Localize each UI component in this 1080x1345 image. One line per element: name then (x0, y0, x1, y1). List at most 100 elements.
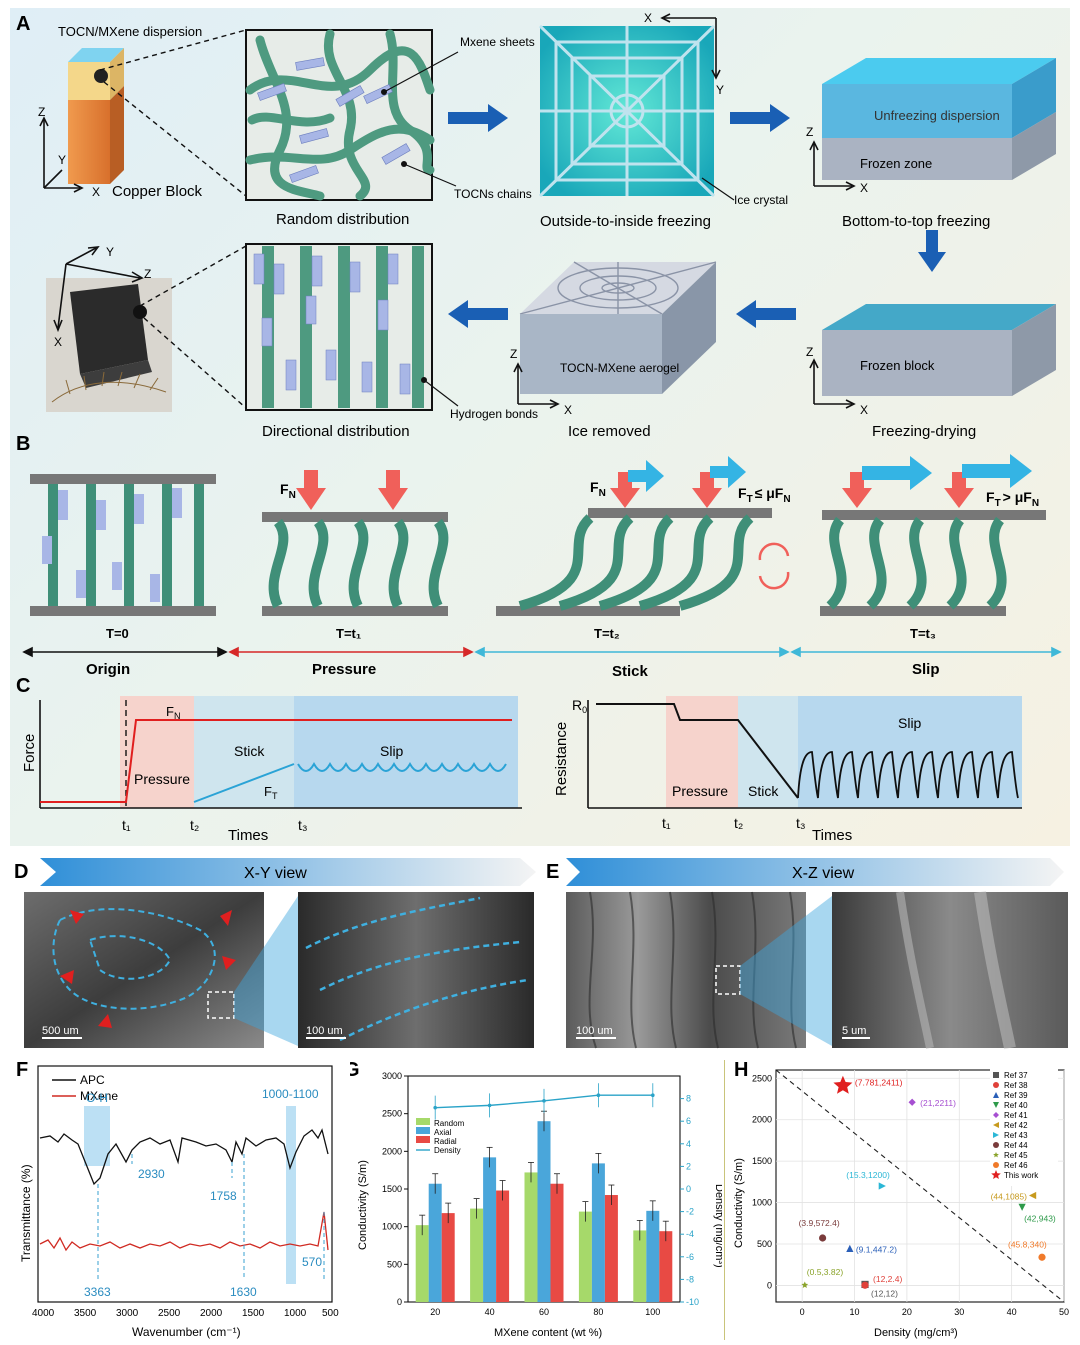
phase-label-origin: Origin (86, 661, 130, 678)
g-bar-axial (646, 1211, 659, 1302)
b-state-stick (496, 456, 788, 616)
b-state-origin (30, 474, 216, 616)
h-legend-label: Ref 40 (1004, 1101, 1028, 1110)
h-point-ref-39 (846, 1245, 853, 1252)
h-legend-label: Ref 43 (1004, 1131, 1028, 1140)
mxene-sheets-label: Mxene sheets (460, 35, 535, 49)
h-legend-label: Ref 45 (1004, 1151, 1028, 1160)
b-stick-relation: FT≤ μFN (738, 485, 791, 505)
h-point-label: (0.5,3.82) (807, 1267, 844, 1277)
g-density-point (488, 1104, 492, 1108)
panel-divider (724, 1060, 725, 1340)
h-point-label: (12,2.4) (873, 1274, 902, 1284)
g-legend-swatch (416, 1136, 430, 1143)
g-legend-label: Density (434, 1146, 461, 1155)
dispersion-label: TOCN/MXene dispersion (58, 24, 202, 39)
g-ytick-label: 500 (387, 1259, 402, 1269)
g-y2tick-label: -6 (686, 1252, 694, 1262)
random-distribution-caption: Random distribution (276, 211, 409, 228)
g-xtick-label: 40 (485, 1307, 495, 1317)
copper-axis-x: X (92, 185, 100, 199)
b-state-slip (820, 454, 1046, 616)
g-y2tick-label: 2 (686, 1161, 691, 1171)
f-ylabel: Transmittance (%) (19, 1164, 33, 1262)
copper-block (68, 48, 124, 184)
phase-arrow-pressure (230, 648, 472, 656)
panel-de-figure: D X-Y view 500 um 100 um E X-Z view 100 … (0, 850, 1080, 1050)
h-legend-label: Ref 37 (1004, 1071, 1028, 1080)
g-y2tick-label: -4 (686, 1229, 694, 1239)
g-xtick-label: 80 (593, 1307, 603, 1317)
g-xtick-label: 60 (539, 1307, 549, 1317)
h-point-label: (45.8,340) (1008, 1239, 1047, 1249)
f-annot-1000: 1000-1100 (262, 1087, 319, 1101)
h-ytick-label: 1500 (752, 1156, 772, 1166)
h-point-ref-44 (819, 1234, 826, 1241)
outside-freezing-caption: Outside-to-inside freezing (540, 213, 711, 230)
g-bar-random (470, 1209, 483, 1302)
f-annot-1758: 1758 (210, 1189, 237, 1203)
phase-label-stick: Stick (612, 663, 649, 680)
c-resistance-xlabel: Times (812, 827, 852, 844)
f-mxene-line (40, 1212, 328, 1250)
h-ytick-label: 0 (767, 1280, 772, 1290)
h-xtick-label: 20 (902, 1307, 912, 1317)
c-resistance-r0: R0 (572, 697, 587, 715)
f-1000-band (286, 1106, 296, 1284)
g-y2tick-label: -2 (686, 1207, 694, 1217)
aerogel-label: TOCN-MXene aerogel (560, 361, 679, 375)
outside-freezing-box (540, 26, 714, 196)
unfreezing-label: Unfreezing dispersion (874, 108, 1000, 123)
h-legend-swatch (993, 1082, 999, 1088)
h-point-ref-40 (1019, 1204, 1026, 1211)
outside-axis-x: X (644, 11, 652, 25)
h-legend-label: Ref 46 (1004, 1161, 1028, 1170)
g-y2tick-label: 4 (686, 1139, 691, 1149)
d-scale-2: 100 um (306, 1025, 343, 1037)
g-xtick-label: 20 (430, 1307, 440, 1317)
h-point-ref-41 (909, 1099, 916, 1106)
g-bar-random (579, 1212, 592, 1302)
h-point-label: (21,2211) (920, 1098, 956, 1108)
panel-letter-c: C (16, 675, 30, 697)
g-xlabel: MXene content (wt %) (494, 1327, 602, 1339)
h-xlabel: Density (mg/cm³) (874, 1327, 958, 1339)
g-bar-radial (551, 1184, 564, 1302)
panel-letter-e: E (546, 861, 559, 883)
g-density-point (542, 1099, 546, 1103)
copper-axis-y: Y (58, 153, 66, 167)
c-resistance-tick-t3: t₃ (796, 815, 806, 831)
flow-arrow-left-1 (736, 300, 796, 328)
h-ytick-label: 2000 (752, 1115, 772, 1125)
c-resistance-tick-t2: t₂ (734, 815, 743, 831)
freezing-drying-caption: Freezing-drying (872, 423, 976, 440)
g-xtick-label: 100 (645, 1307, 660, 1317)
g-bar-axial (592, 1163, 605, 1302)
c-resistance-stick: Stick (748, 783, 779, 799)
flow-arrow-left-2 (448, 300, 508, 328)
g-y2tick-label: -8 (686, 1274, 694, 1284)
g-bar-random (633, 1230, 646, 1302)
panel-f-chart: F APC MXene O-H 1000-1100 2930 1758 3363… (0, 1054, 350, 1345)
f-xlabel: Wavenumber (cm⁻¹) (132, 1325, 241, 1339)
h-legend-label: Ref 39 (1004, 1091, 1028, 1100)
c-force-ylabel: Force (21, 734, 38, 772)
h-point-label: (12,12) (871, 1288, 898, 1298)
f-annot-1630: 1630 (230, 1285, 257, 1299)
h-point-label: (7.781,2411) (855, 1078, 903, 1088)
g-bar-random (525, 1172, 538, 1302)
h-legend-label: Ref 38 (1004, 1081, 1028, 1090)
h-legend-label: Ref 41 (1004, 1111, 1028, 1120)
g-bar-radial (659, 1231, 672, 1302)
c-force-tick-t1: t₁ (122, 817, 131, 833)
random-distribution-box (246, 30, 432, 200)
bottom-axis-z: Z (806, 125, 813, 139)
directional-distribution-box (246, 244, 432, 410)
flow-arrow-down (918, 230, 946, 272)
photo-axis-y: Y (106, 245, 114, 259)
phase-label-slip: Slip (912, 661, 940, 678)
c-force-slip: Slip (380, 743, 404, 759)
ice-removed-caption: Ice removed (568, 423, 651, 440)
f-xtick-2500: 2500 (158, 1308, 181, 1319)
